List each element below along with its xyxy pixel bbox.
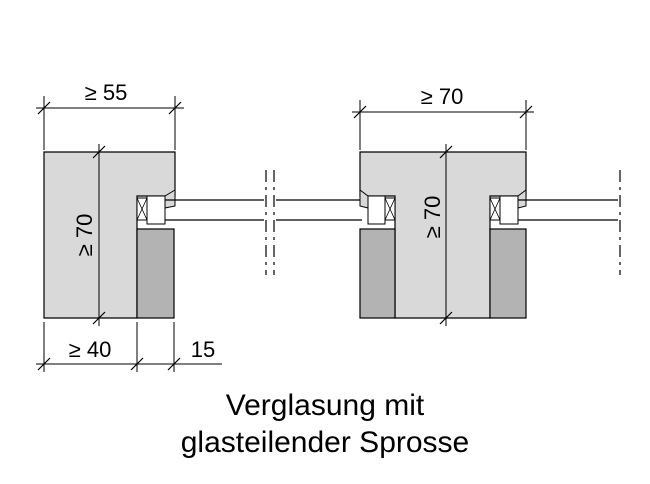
dimension-label-left-vertical: ≥ 70 — [72, 214, 97, 257]
right-glazing-bead-right — [489, 228, 527, 319]
left-frame-profile — [43, 151, 176, 319]
dimension-top-left: ≥ 55 — [36, 80, 184, 150]
caption-line-2: glasteilender Sprosse — [180, 426, 470, 459]
dimension-label-bottom-right: 15 — [191, 337, 215, 362]
dimension-right-vertical: ≥ 70 — [420, 144, 453, 326]
dimension-label-right-vertical: ≥ 70 — [420, 196, 445, 239]
right-glazing-bead-left — [359, 228, 396, 319]
glass-pane-right — [518, 170, 621, 275]
glazing-bar-profile — [359, 151, 527, 319]
dimension-label-bottom-left: ≥ 40 — [69, 337, 112, 362]
dimension-left-vertical: ≥ 70 — [72, 144, 106, 326]
dimension-top-right: ≥ 70 — [352, 84, 534, 150]
dimension-bottom: ≥ 40 15 — [36, 322, 222, 372]
left-glazing-bead — [136, 228, 175, 319]
caption-line-1: Verglasung mit — [225, 389, 425, 422]
dimension-label-top-right: ≥ 70 — [421, 84, 464, 109]
dimension-label-top-left: ≥ 55 — [85, 80, 128, 105]
glass-pane-left — [165, 170, 362, 275]
